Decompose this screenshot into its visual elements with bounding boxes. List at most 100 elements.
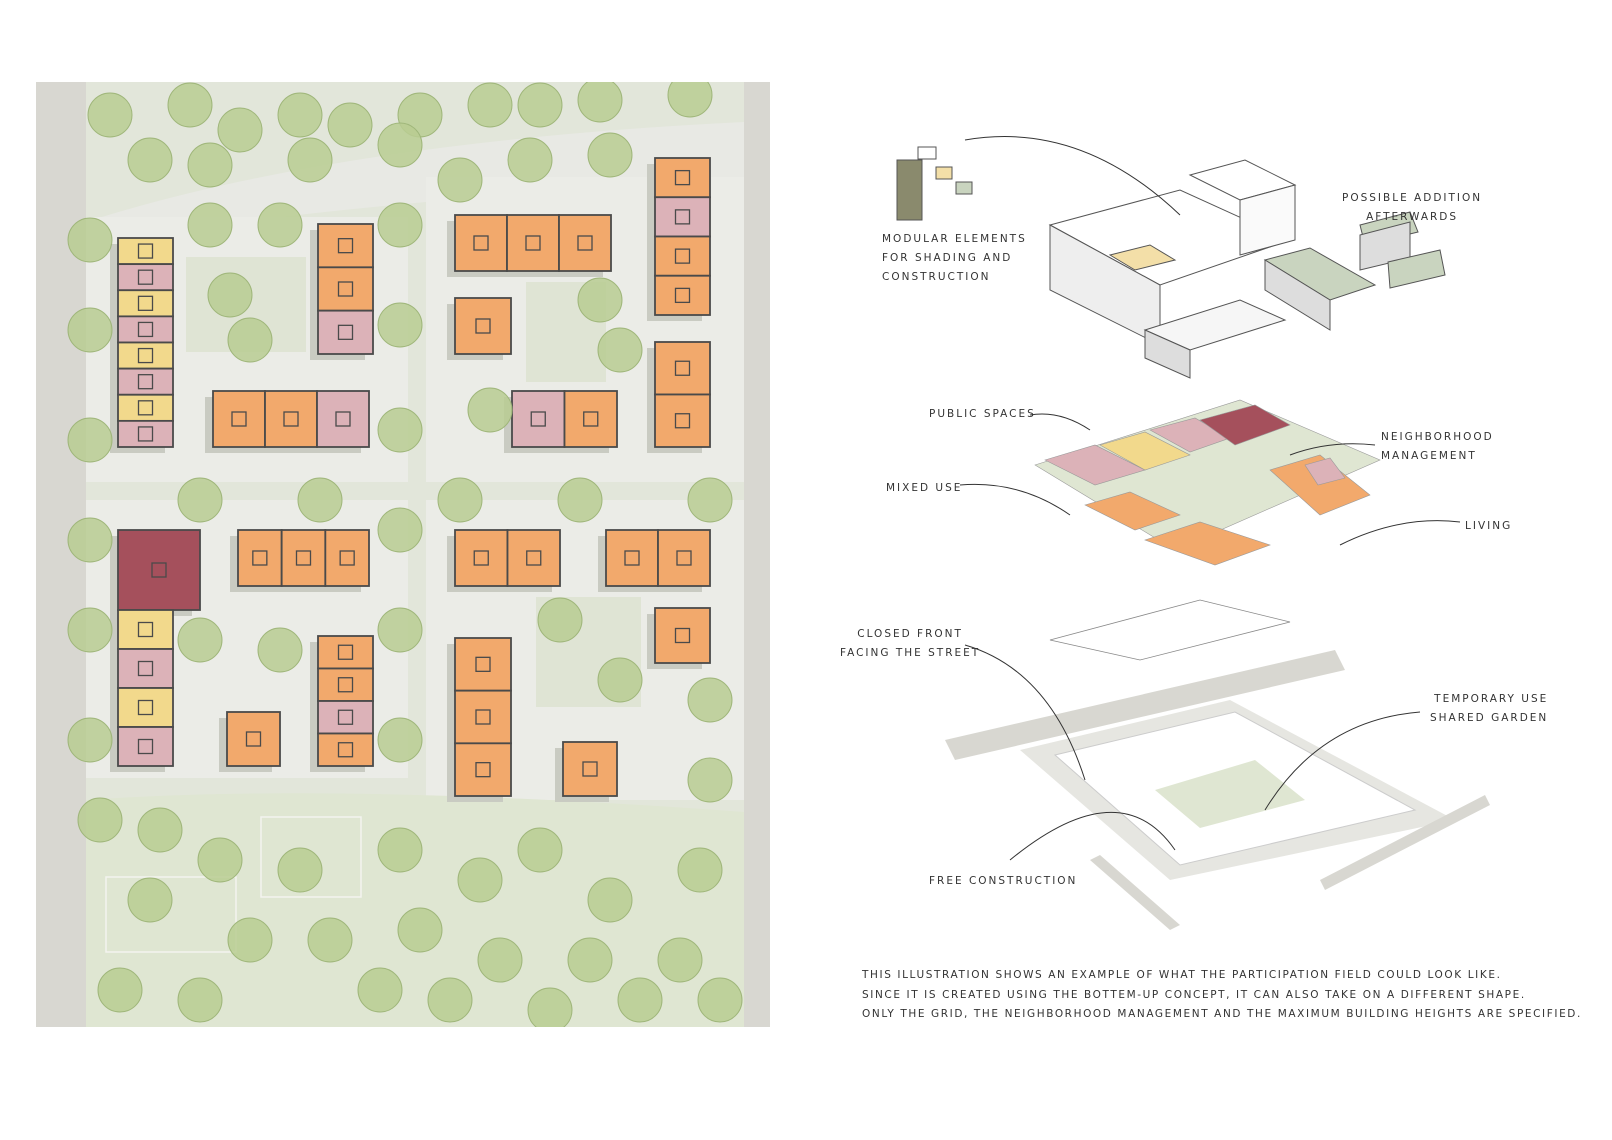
building-unit	[264, 390, 318, 448]
building-unit	[117, 529, 201, 611]
stair-core	[337, 742, 354, 758]
tree	[507, 137, 553, 183]
caption-line: Only the grid, the neighborhood manageme…	[862, 1008, 1582, 1020]
stair-core	[337, 644, 354, 660]
label-neighborhood-management: Neighborhood management	[1381, 428, 1494, 466]
building-unit	[117, 237, 174, 266]
tree	[167, 82, 213, 128]
building-unit	[317, 309, 374, 355]
building-unit	[657, 529, 711, 587]
tree	[437, 477, 483, 523]
stair-core	[674, 627, 691, 644]
stair-core	[137, 738, 154, 755]
building-unit	[316, 390, 370, 448]
tree	[87, 92, 133, 138]
building-unit	[654, 274, 711, 316]
stair-core	[137, 321, 154, 338]
stair-core	[137, 374, 154, 390]
tree	[207, 272, 253, 318]
stair-core	[674, 413, 691, 429]
tree	[597, 657, 643, 703]
building-unit	[280, 529, 327, 587]
label-line: construction	[882, 271, 991, 283]
tree	[567, 937, 613, 983]
stair-core	[674, 287, 691, 304]
stair-core	[674, 248, 691, 264]
tree	[177, 617, 223, 663]
tree	[467, 82, 513, 128]
label-line: facing the street	[840, 647, 981, 659]
stair-core	[583, 411, 599, 427]
label-line: Modular elements	[882, 233, 1027, 245]
tree	[377, 717, 423, 763]
tree	[297, 477, 343, 523]
label-temporary-use: Temporary use shared garden	[1430, 690, 1548, 728]
stair-core	[137, 347, 154, 364]
tree	[457, 857, 503, 903]
tree	[67, 607, 113, 653]
stair-core	[475, 656, 491, 672]
stair-core	[337, 281, 354, 297]
stair-core	[137, 621, 154, 638]
label-mixed-use: Mixed use	[886, 482, 963, 494]
tree	[67, 717, 113, 763]
building-unit	[317, 667, 374, 702]
stair-core	[473, 235, 489, 251]
building-unit	[654, 607, 711, 664]
building-unit	[506, 529, 561, 587]
label-line: Possible addition	[1342, 192, 1483, 204]
tree	[127, 877, 173, 923]
use-layer	[1034, 399, 1381, 566]
tree	[287, 137, 333, 183]
building-unit	[324, 529, 370, 587]
label-line: management	[1381, 450, 1477, 462]
tree	[307, 917, 353, 963]
tree	[97, 967, 143, 1013]
label-living: Living	[1465, 520, 1513, 532]
building-axonometric	[896, 146, 1446, 379]
tree	[67, 217, 113, 263]
building-unit	[558, 214, 612, 272]
tree	[127, 137, 173, 183]
tree	[667, 82, 713, 118]
stair-core	[577, 235, 593, 251]
label-free-construction: Free construction	[929, 875, 1078, 887]
stair-core	[530, 411, 546, 427]
stair-core	[475, 762, 491, 778]
tree	[587, 132, 633, 178]
stair-core	[137, 400, 154, 416]
tree	[137, 807, 183, 853]
stair-core	[245, 731, 262, 747]
tree	[537, 597, 583, 643]
tree	[197, 837, 243, 883]
stair-core	[151, 562, 167, 578]
tree	[377, 122, 423, 168]
building-unit	[317, 732, 374, 767]
tree	[327, 102, 373, 148]
tree	[587, 877, 633, 923]
tennis-court	[260, 816, 362, 898]
tree	[657, 937, 703, 983]
building-unit	[117, 367, 174, 396]
tree	[67, 307, 113, 353]
tree	[527, 987, 573, 1027]
stair-core	[525, 235, 541, 251]
site-plan	[36, 82, 770, 1027]
tree	[227, 917, 273, 963]
tree	[437, 157, 483, 203]
tree	[187, 142, 233, 188]
building-unit	[117, 393, 174, 422]
building-unit	[317, 635, 374, 670]
stair-core	[137, 295, 154, 311]
tree	[697, 977, 743, 1023]
label-line: Closed front	[857, 628, 963, 640]
sports-field	[105, 876, 237, 953]
label-closed-front: Closed front facing the street	[840, 625, 980, 663]
ground-layer	[945, 599, 1490, 930]
building-unit	[117, 289, 174, 318]
tree	[177, 477, 223, 523]
building-unit	[654, 196, 711, 238]
stair-core	[231, 411, 247, 427]
label-line: Temporary use	[1434, 693, 1549, 705]
building-unit	[317, 223, 374, 269]
